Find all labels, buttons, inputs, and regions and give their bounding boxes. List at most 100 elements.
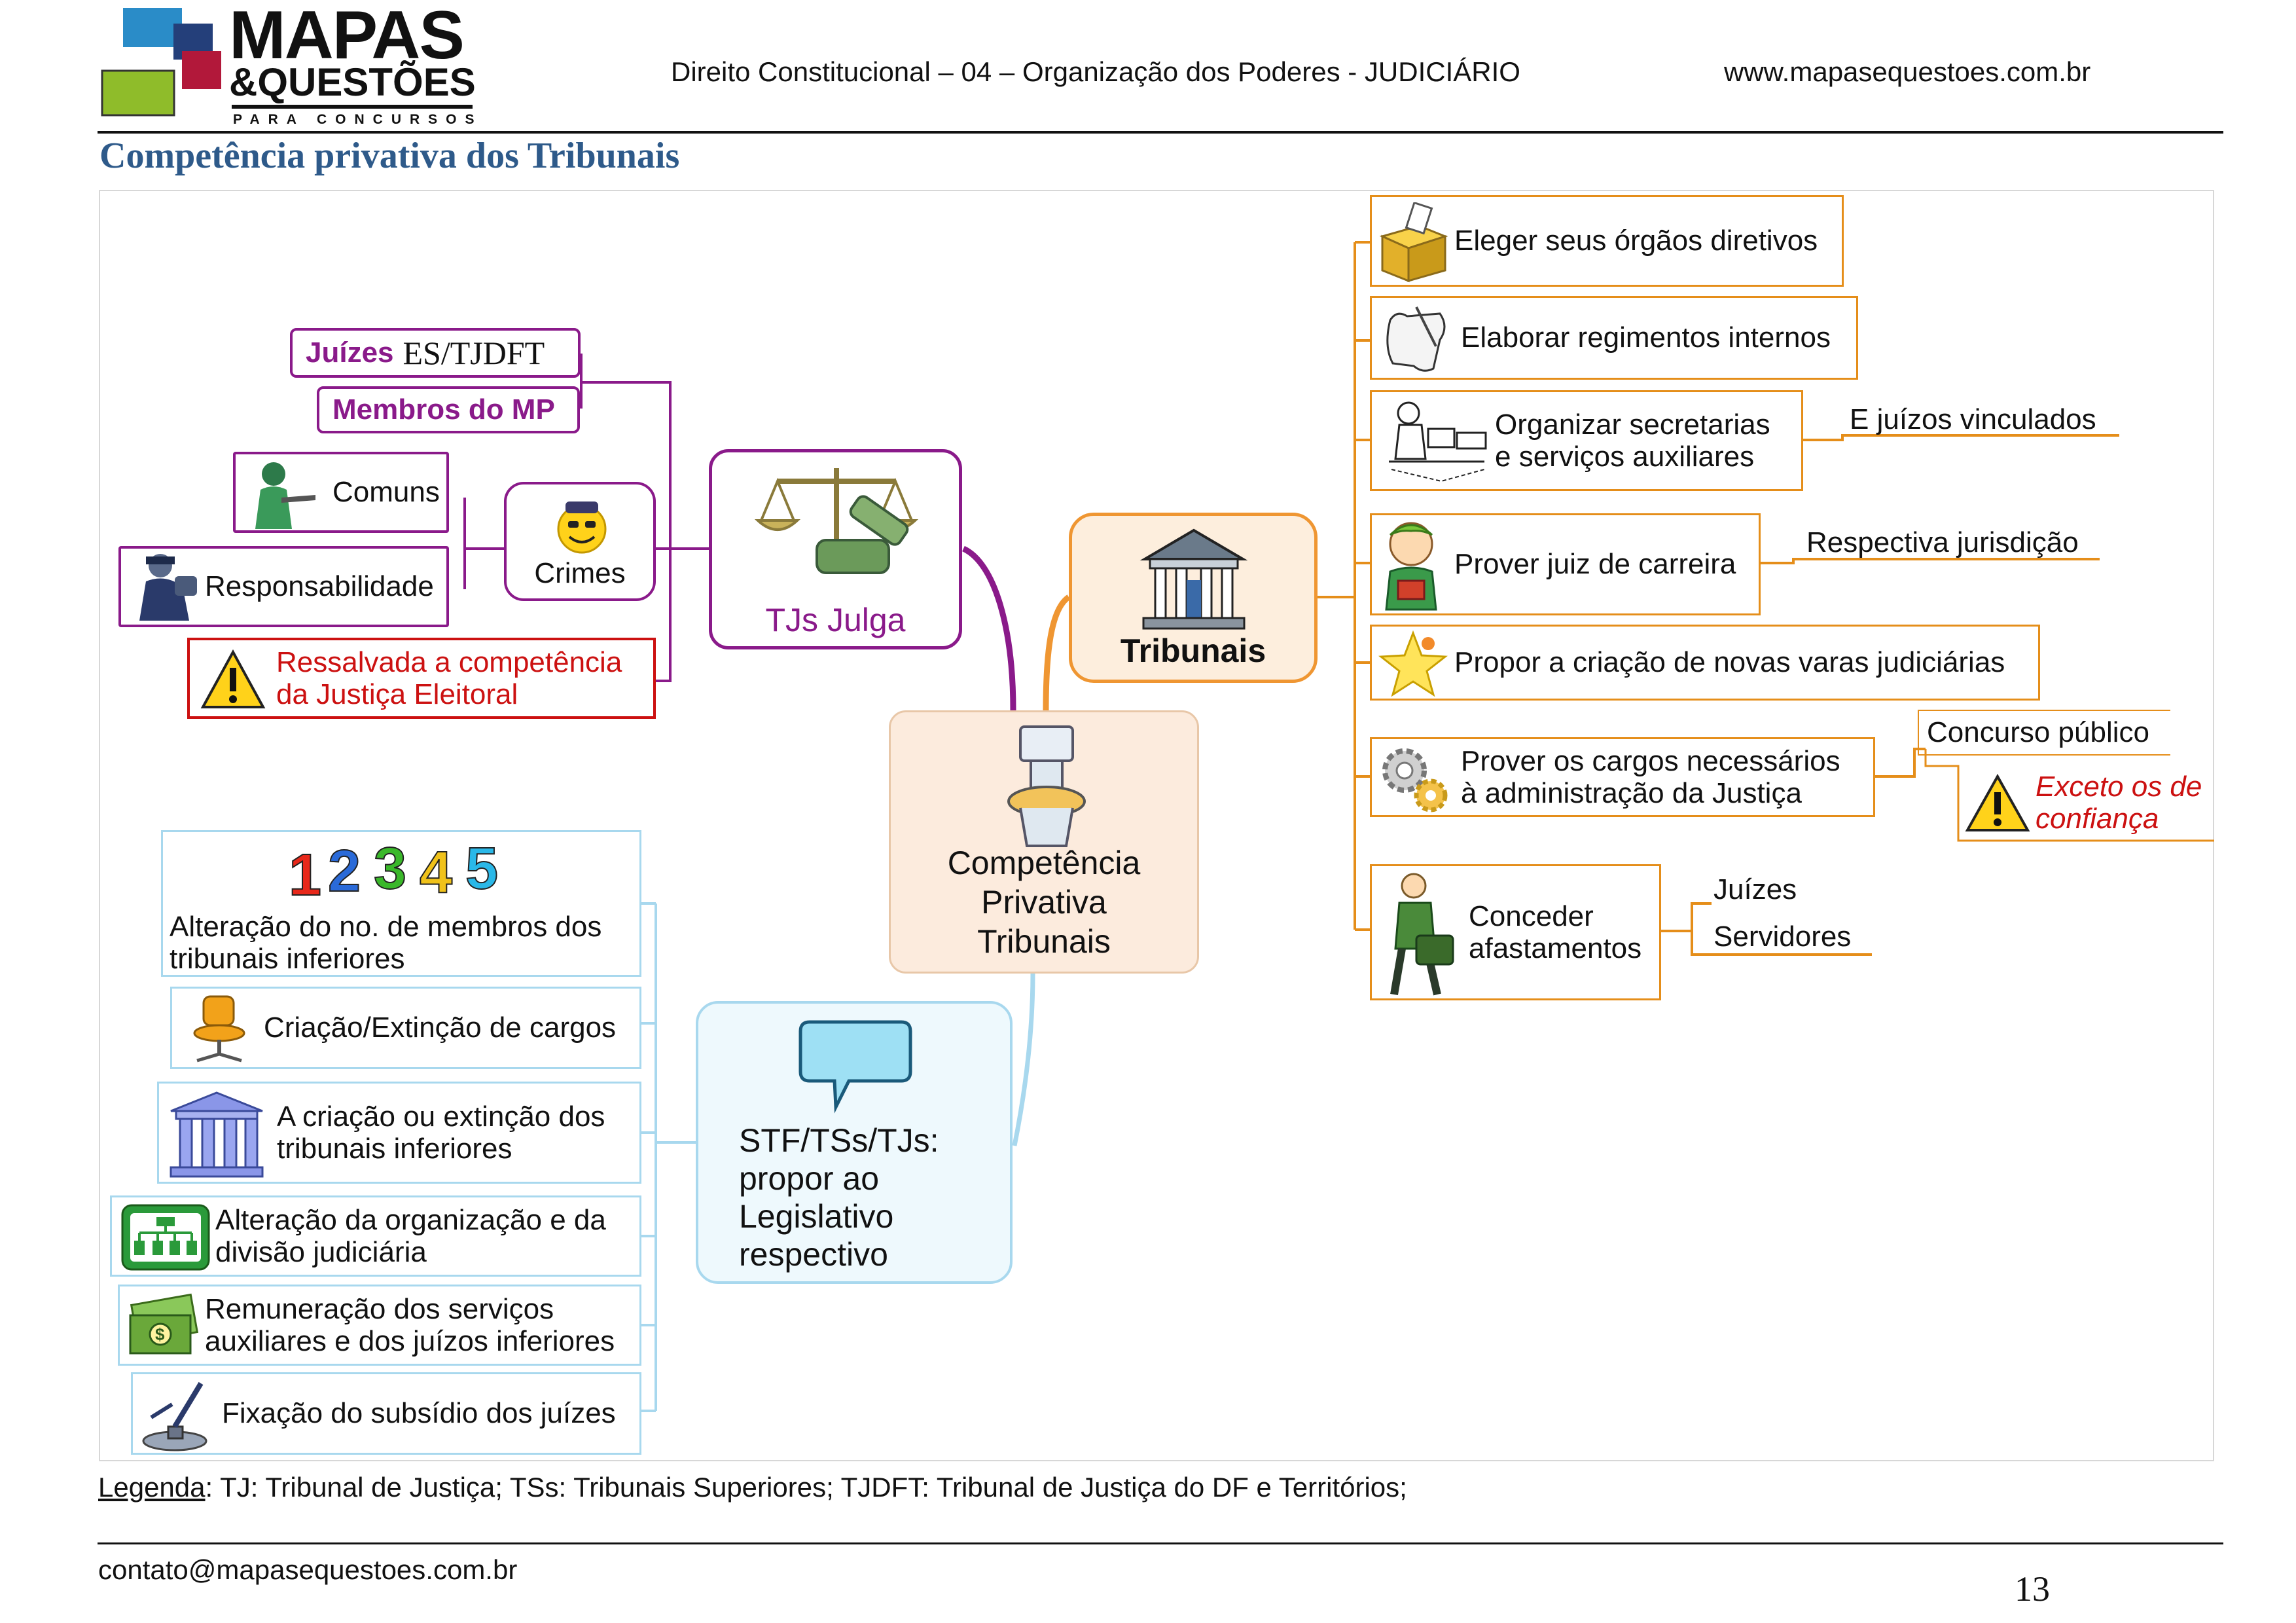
thief-icon [139, 554, 197, 621]
chair-icon [193, 995, 245, 1063]
courthouse-icon [1139, 528, 1248, 630]
responsabilidade-box[interactable]: Responsabilidade [118, 546, 449, 627]
organizar-secretarias-box[interactable]: Organizar secretarias e serviços auxilia… [1370, 390, 1803, 491]
stf-node[interactable]: STF/TSs/TJs: propor ao Legislativo respe… [696, 1001, 1013, 1284]
gears-icon [1382, 748, 1448, 812]
numbers-icon: 1 2 3 4 5 [288, 839, 499, 904]
traveler-icon [1390, 873, 1454, 996]
responsabilidade-label: Responsabilidade [205, 570, 434, 603]
subject-heading: Direito Constitucional – 04 – Organizaçã… [671, 56, 1520, 87]
logo-word-questoes: &QUESTÕES [229, 60, 476, 104]
scroll-icon [1386, 306, 1446, 372]
header-divider [98, 131, 2223, 134]
pen-icon [142, 1381, 207, 1451]
mind-map-frame [99, 190, 2214, 1461]
ballot-box-icon [1379, 202, 1448, 283]
judge-icon [1385, 522, 1437, 611]
elaborar-regimentos-box[interactable]: Elaborar regimentos internos [1370, 296, 1858, 380]
juizes-suffix: ES/TJDFT [403, 335, 545, 371]
juizes-label: Juízes [1713, 873, 1797, 905]
logo-tagline: PARA CONCURSOS [233, 112, 483, 127]
juizes-prefix: Juízes [306, 337, 394, 369]
logo-word-mapas: MAPAS [229, 0, 465, 73]
gunman-icon [255, 462, 315, 529]
warning-icon [1965, 774, 2030, 831]
propor-varas-label: Propor a criação de novas varas judiciár… [1454, 646, 2005, 679]
membros-mp-label: Membros do MP [332, 393, 555, 426]
remuneracao-servicos-label: Remuneração dos serviços auxiliares e do… [205, 1292, 615, 1357]
concurso-publico-box[interactable]: Concurso público [1918, 710, 2170, 756]
eleger-orgaos-box[interactable]: Eleger seus órgãos diretivos [1370, 195, 1844, 287]
criacao-extincao-cargos-box[interactable]: Criação/Extinção de cargos [170, 987, 641, 1069]
footer-divider [98, 1542, 2223, 1544]
comuns-label: Comuns [332, 476, 440, 509]
tjs-julga-label: TJs Julga [765, 602, 906, 638]
logo-squares-icon [101, 8, 221, 117]
prover-cargos-label: Prover os cargos necessários à administr… [1461, 744, 1840, 809]
remuneracao-servicos-box[interactable]: $ Remuneração dos serviços auxiliares e … [118, 1285, 641, 1366]
ressalva-box[interactable]: Ressalvada a competência da Justiça Elei… [187, 638, 656, 719]
respectiva-jurisdicao-label: Respectiva jurisdição [1806, 526, 2079, 558]
legend: Legenda: TJ: Tribunal de Justiça; TSs: T… [98, 1472, 1407, 1503]
exceto-confianca-label: Exceto os de confiança [2036, 770, 2202, 835]
contact-email[interactable]: contato@mapasequestoes.com.br [98, 1554, 518, 1585]
comuns-box[interactable]: Comuns [233, 452, 449, 533]
svg-text:2: 2 [328, 839, 361, 904]
elaborar-regimentos-label: Elaborar regimentos internos [1461, 321, 1831, 354]
crimes-node[interactable]: Crimes [504, 482, 656, 601]
alteracao-membros-label: Alteração do no. de membros dos tribunai… [170, 911, 602, 976]
eleger-orgaos-label: Eleger seus órgãos diretivos [1454, 225, 1818, 257]
speech-bubble-icon [798, 1020, 912, 1114]
propor-varas-box[interactable]: Propor a criação de novas varas judiciár… [1370, 625, 2040, 701]
tribunais-label: Tribunais [1120, 632, 1266, 669]
building-icon [170, 1091, 264, 1178]
criacao-tribunais-box[interactable]: A criação ou extinção dos tribunais infe… [157, 1082, 641, 1184]
alteracao-organizacao-box[interactable]: Alteração da organização e da divisão ju… [110, 1195, 641, 1277]
center-node-label: Competência Privativa Tribunais [947, 845, 1141, 960]
concurso-publico-label: Concurso público [1927, 716, 2149, 749]
fixacao-subsidio-box[interactable]: Fixação do subsídio dos juízes [131, 1372, 641, 1455]
membros-mp-box[interactable]: Membros do MP [317, 386, 580, 433]
svg-text:1: 1 [289, 843, 321, 904]
servidores-label: Servidores [1713, 921, 1852, 953]
prover-cargos-box[interactable]: Prover os cargos necessários à administr… [1370, 737, 1875, 817]
ressalva-label: Ressalvada a competência da Justiça Elei… [276, 646, 622, 710]
crimes-label: Crimes [534, 556, 626, 589]
criacao-extincao-cargos-label: Criação/Extinção de cargos [264, 1012, 617, 1044]
scales-icon [754, 468, 919, 574]
star-icon [1378, 630, 1448, 697]
criacao-tribunais-label: A criação ou extinção dos tribunais infe… [277, 1100, 605, 1165]
office-icon [1389, 401, 1487, 483]
conceder-afastamentos-box[interactable]: Conceder afastamentos [1370, 864, 1661, 1000]
prover-juiz-label: Prover juiz de carreira [1454, 548, 1736, 581]
alteracao-membros-box[interactable]: 1 2 3 4 5 Alteração do no. de membros do… [161, 830, 641, 977]
warning-icon [200, 649, 266, 708]
smiley-icon [557, 501, 607, 554]
toilet-icon [1007, 725, 1086, 847]
prover-juiz-box[interactable]: Prover juiz de carreira [1370, 513, 1761, 615]
svg-text:3: 3 [374, 839, 406, 902]
e-juizos-vinculados-label: E juízos vinculados [1850, 403, 2096, 435]
website-link[interactable]: www.mapasequestoes.com.br [1724, 56, 2091, 87]
logo-underline [232, 105, 473, 109]
page-number: 13 [2015, 1569, 2050, 1609]
alteracao-organizacao-label: Alteração da organização e da divisão ju… [215, 1203, 606, 1268]
tribunais-node[interactable]: Tribunais [1069, 513, 1318, 683]
page-title: Competência privativa dos Tribunais [99, 136, 680, 176]
svg-text:5: 5 [465, 839, 498, 902]
svg-text:4: 4 [420, 840, 452, 904]
money-icon: $ [129, 1293, 199, 1355]
tjs-julga-node[interactable]: TJs Julga [709, 449, 962, 649]
conceder-afastamentos-label: Conceder afastamentos [1469, 900, 1642, 964]
svg-text:$: $ [155, 1324, 165, 1344]
exceto-confianca-box[interactable]: Exceto os de confiança [1958, 765, 2214, 841]
stf-label: STF/TSs/TJs: propor ao Legislativo respe… [739, 1122, 939, 1273]
juizes-es-tjdft-box[interactable]: Juízes ES/TJDFT [290, 328, 581, 378]
center-node[interactable]: Competência Privativa Tribunais [889, 710, 1199, 974]
organizar-secretarias-label: Organizar secretarias e serviços auxilia… [1495, 408, 1770, 473]
fixacao-subsidio-label: Fixação do subsídio dos juízes [222, 1397, 616, 1430]
org-chart-icon [121, 1204, 210, 1271]
legend-text: : TJ: Tribunal de Justiça; TSs: Tribunai… [205, 1472, 1407, 1503]
logo [98, 5, 478, 130]
